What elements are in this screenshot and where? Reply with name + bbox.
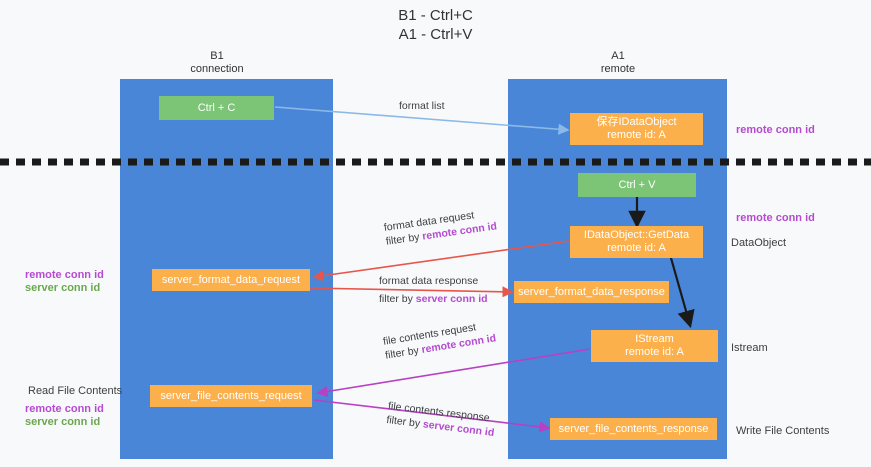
edge-label-file-contents-response: file contents response filter by server … (386, 399, 497, 440)
box-idataobject-getdata[interactable]: IDataObject::GetData remote id: A (570, 226, 703, 258)
annotation-left-remote-conn-id-bottom: remote conn id (25, 403, 104, 415)
column-header-a1-sub: remote (600, 63, 636, 75)
box-istream-line2: remote id: A (625, 346, 684, 358)
box-idataobject-getdata-line2: remote id: A (607, 242, 666, 254)
box-istream-line1: IStream (635, 333, 674, 345)
box-ctrl-v-label: Ctrl + V (618, 178, 656, 191)
column-header-a1-name: A1 (611, 50, 625, 62)
title-line-1: B1 - Ctrl+C (398, 7, 473, 24)
annotation-left-remote-conn-id-mid: remote conn id (25, 269, 104, 281)
box-server-file-contents-response[interactable]: server_file_contents_response (550, 418, 717, 440)
annotation-left-server-conn-id-mid: server conn id (25, 282, 101, 294)
edge-label-format-list: format list (399, 99, 445, 113)
box-idataobject-getdata-line1: IDataObject::GetData (583, 229, 690, 241)
box-save-idataobject-line1: 保存IDataObject (596, 116, 677, 128)
box-server-file-contents-response-label: server_file_contents_response (558, 422, 709, 435)
box-server-file-contents-request[interactable]: server_file_contents_request (150, 385, 312, 407)
column-header-b1-name: B1 (210, 50, 224, 62)
annotation-left-server-conn-id-bottom: server conn id (25, 416, 101, 428)
box-save-idataobject[interactable]: 保存IDataObject remote id: A (570, 113, 703, 145)
edge-label-file-contents-response-filter-prefix: filter by (385, 413, 424, 431)
column-header-b1-sub: connection (190, 63, 244, 75)
annotation-right-dataobject: DataObject (731, 237, 787, 249)
box-istream[interactable]: IStream remote id: A (591, 330, 718, 362)
edge-label-format-data-response-text: format data response (379, 275, 479, 287)
box-save-idataobject-line2: remote id: A (607, 129, 666, 141)
box-ctrl-c-label: Ctrl + C (197, 101, 236, 114)
box-server-file-contents-request-label: server_file_contents_request (160, 389, 302, 402)
edge-label-format-data-response-filter-prefix: filter by (379, 293, 416, 305)
title-line-2: A1 - Ctrl+V (398, 26, 473, 43)
edge-label-format-data-request: format data request filter by remote con… (383, 205, 498, 248)
edge-label-file-contents-request: file contents request filter by remote c… (382, 317, 497, 362)
edge-label-format-data-response-filter: filter by server conn id (379, 292, 488, 306)
box-server-format-data-response-label: server_format_data_response (518, 285, 665, 298)
diagram-title: B1 - Ctrl+C A1 - Ctrl+V (0, 6, 871, 44)
edge-label-format-list-text: format list (399, 100, 445, 112)
column-header-a1: A1 remote (558, 50, 678, 76)
box-server-format-data-request-label: server_format_data_request (161, 273, 301, 286)
edge-label-format-data-response: format data response filter by server co… (379, 274, 488, 306)
annotation-left-read-file-contents: Read File Contents (28, 385, 123, 397)
annotation-right-write-file-contents: Write File Contents (736, 425, 830, 437)
annotation-right-remote-conn-id-top: remote conn id (736, 124, 815, 136)
edge-label-format-data-response-filter-key: server conn id (415, 293, 488, 305)
box-server-format-data-request[interactable]: server_format_data_request (152, 269, 310, 291)
box-ctrl-v[interactable]: Ctrl + V (578, 173, 696, 197)
edge-label-format-data-request-filter-prefix: filter by (385, 230, 424, 248)
box-ctrl-c[interactable]: Ctrl + C (159, 96, 274, 120)
annotation-right-istream: Istream (731, 342, 768, 354)
box-server-format-data-response[interactable]: server_format_data_response (514, 281, 669, 303)
annotation-right-remote-conn-id-mid: remote conn id (736, 212, 815, 224)
column-header-b1: B1 connection (157, 50, 277, 76)
